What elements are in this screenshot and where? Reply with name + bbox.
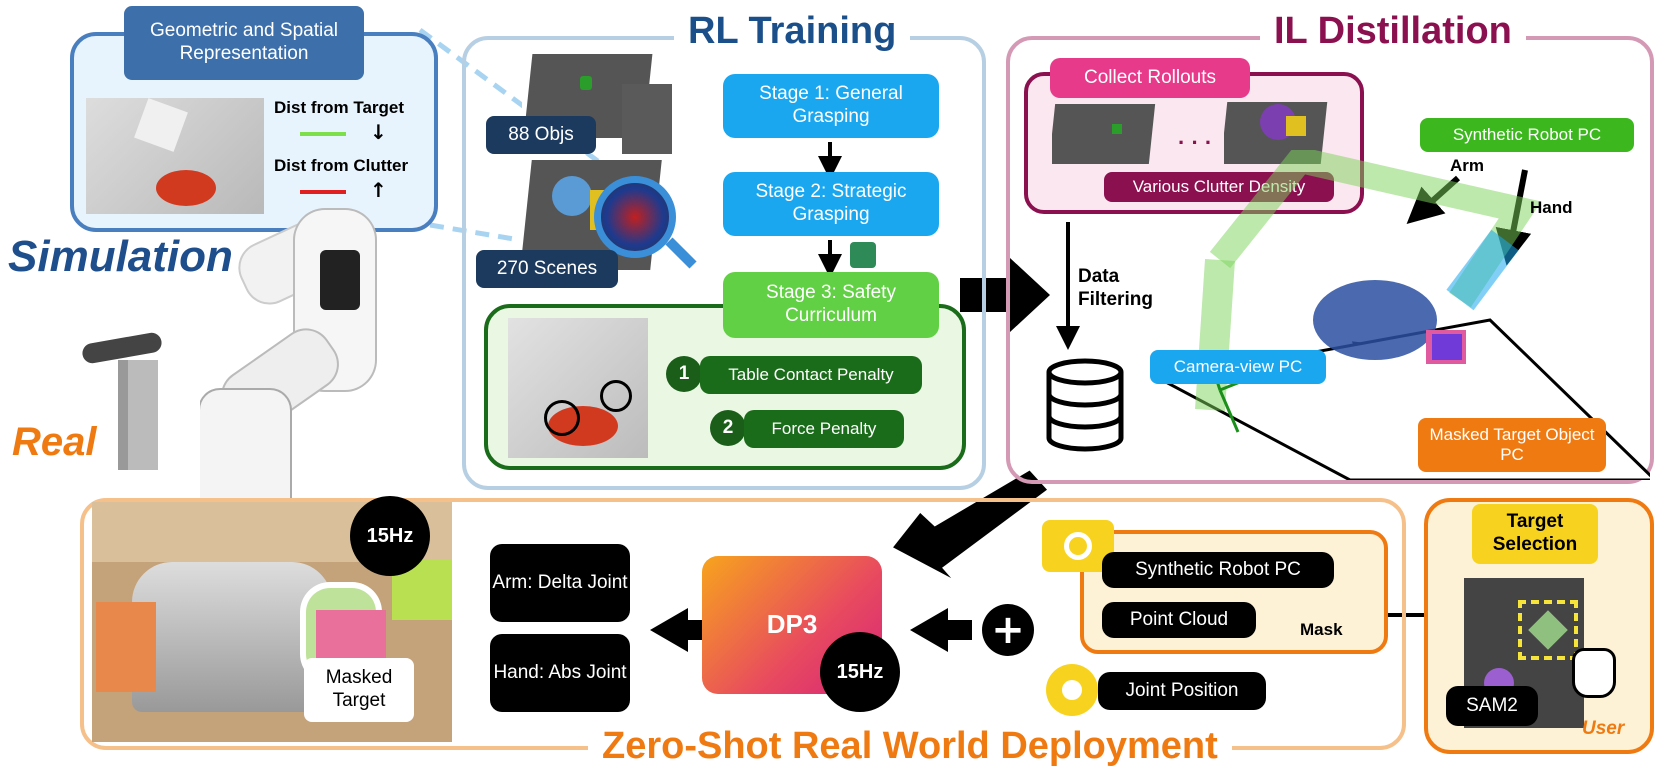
- stage3-box: Stage 3: Safety Curriculum: [723, 272, 939, 338]
- dp3-freq-badge: 15Hz: [820, 632, 900, 712]
- robot-arm-photo: [200, 190, 440, 520]
- magnifier-icon: [594, 176, 676, 258]
- penalty2-box: Force Penalty: [744, 410, 904, 448]
- dist-clutter-label: Dist from Clutter: [274, 156, 409, 175]
- data-filtering-label: Data Filtering: [1078, 266, 1153, 310]
- stage1-box: Stage 1: General Grasping: [723, 74, 939, 138]
- rollout-render-sparse: [1052, 104, 1172, 168]
- penalty2-number: 2: [710, 410, 746, 446]
- zoom-line-bottom: [429, 222, 521, 243]
- robot-finger: [134, 98, 188, 152]
- gear-icon: [1046, 664, 1098, 716]
- joint-position-box: Joint Position: [1098, 672, 1266, 710]
- rl-training-title: RL Training: [674, 10, 911, 53]
- deployment-title: Zero-Shot Real World Deployment: [588, 726, 1232, 766]
- real-label: Real: [12, 420, 97, 464]
- hand-output-box: Hand: Abs Joint: [490, 634, 630, 712]
- dp3-to-output-arrow: [650, 608, 720, 652]
- il-to-deploy-arrow: [886, 465, 1053, 587]
- hand-label: Hand: [1530, 198, 1573, 217]
- sim-hand-render: [86, 98, 264, 214]
- camera-pc-label: Camera-view PC: [1150, 350, 1326, 384]
- scenes-badge: 270 Scenes: [476, 250, 618, 288]
- il-synthetic-pc-label: Synthetic Robot PC: [1420, 118, 1634, 152]
- rl-to-il-arrow: [960, 258, 1050, 332]
- arm-output-box: Arm: Delta Joint: [490, 544, 630, 622]
- il-distillation-title: IL Distillation: [1260, 10, 1526, 53]
- real-freq-badge: 15Hz: [350, 496, 430, 576]
- repr-title: Geometric and Spatial Representation: [124, 6, 364, 80]
- collect-rollouts-label: Collect Rollouts: [1050, 58, 1250, 98]
- stage2-box: Stage 2: Strategic Grasping: [723, 172, 939, 236]
- sam2-box: SAM2: [1446, 686, 1538, 726]
- inputs-to-dp3-arrow: [910, 608, 972, 652]
- dist-target-label: Dist from Target: [274, 98, 405, 117]
- penalty1-number: 1: [666, 356, 702, 392]
- camera-tripod-photo: [72, 330, 172, 470]
- simulation-label: Simulation: [8, 232, 233, 281]
- red-line-legend: [300, 190, 346, 194]
- rollout-render-dense: [1224, 96, 1344, 168]
- up-arrow-icon: ↑: [370, 178, 387, 202]
- plus-icon: +: [982, 604, 1034, 656]
- down-arrow-icon: ↓: [370, 120, 387, 144]
- objs-badge: 88 Objs: [486, 116, 596, 154]
- point-cloud-box: Point Cloud: [1102, 602, 1256, 638]
- masked-target-label: Masked Target: [304, 658, 414, 722]
- safety-render: [508, 318, 648, 458]
- user-label: User: [1582, 718, 1625, 739]
- target-selection-label: Target Selection: [1472, 504, 1598, 564]
- ellipsis-icon: · · ·: [1178, 130, 1213, 155]
- safety-icon: [850, 242, 876, 268]
- database-icon: [1046, 358, 1124, 452]
- arm-label: Arm: [1450, 156, 1485, 175]
- hand-pointer-icon: [1572, 648, 1616, 698]
- penalty1-box: Table Contact Penalty: [700, 356, 922, 394]
- green-line-legend: [300, 132, 346, 136]
- deploy-synthetic-pc-box: Synthetic Robot PC: [1102, 552, 1334, 588]
- mask-label: Mask: [1300, 620, 1343, 639]
- masked-pc-label: Masked Target Object PC: [1418, 418, 1606, 472]
- target-object: [156, 170, 216, 206]
